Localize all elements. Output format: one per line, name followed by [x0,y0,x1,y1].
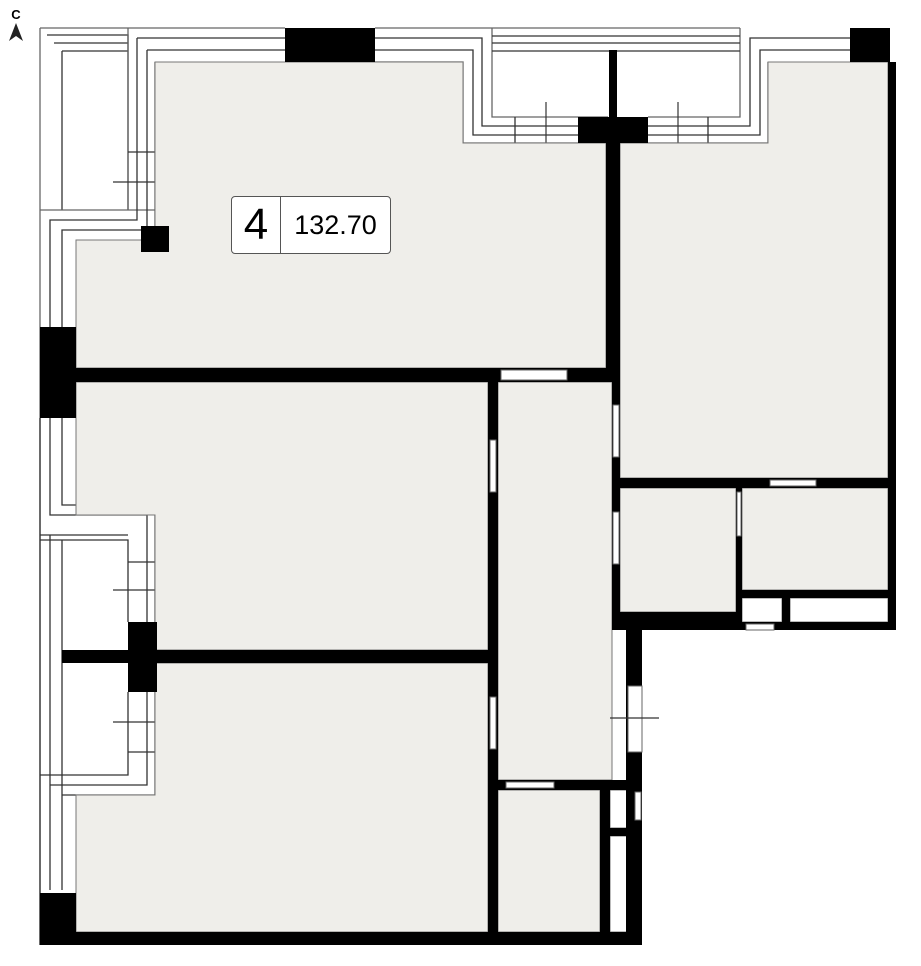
compass: С [6,8,26,47]
north-arrow-icon [9,23,23,41]
rooms-count: 4 [232,197,281,253]
bedroom-middle [75,381,489,651]
storage-1 [741,597,783,623]
bathroom [741,487,889,591]
apartment-label: 4 132.70 [231,196,391,254]
corridor [497,381,613,781]
bedroom-right [619,61,889,479]
bathroom-bottom [497,789,601,933]
bedroom-bottom [75,662,489,933]
openings [489,369,817,821]
compass-letter: С [11,7,21,22]
apartment-area: 132.70 [294,209,377,240]
walls [40,28,896,945]
small-room [619,487,737,613]
storage-2 [789,597,889,623]
